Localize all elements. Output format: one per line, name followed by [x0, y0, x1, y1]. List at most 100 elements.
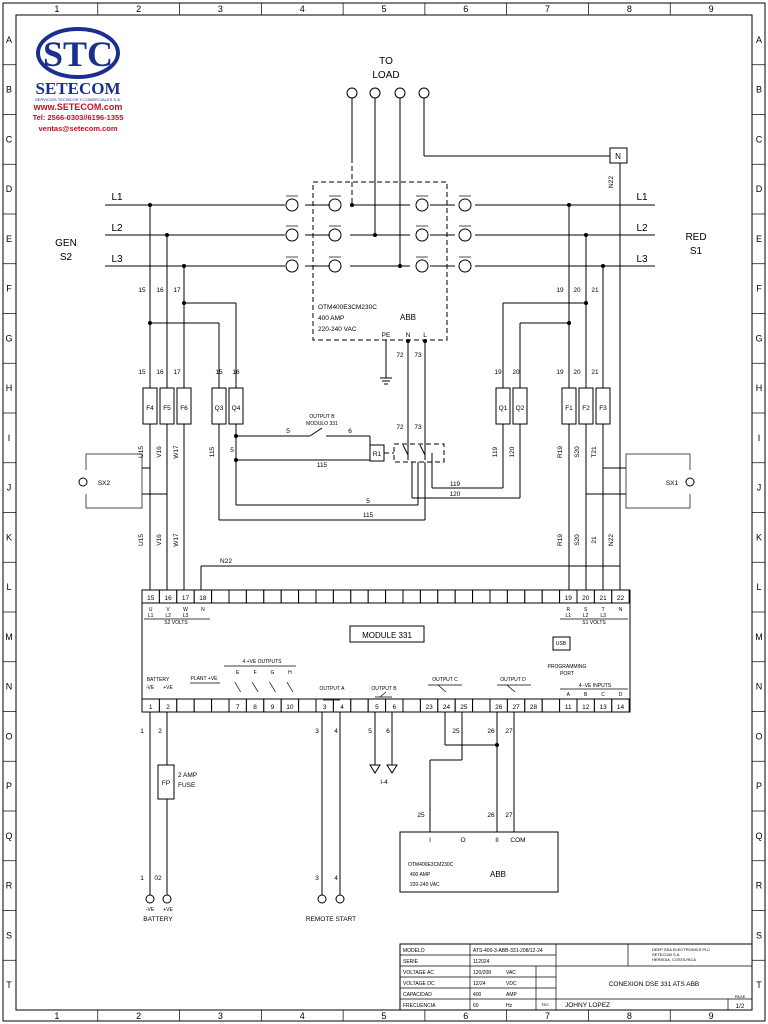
module-terminal-bottom-13: 13 [599, 704, 607, 711]
grid-row-G: G [5, 333, 12, 343]
logo-web: www.SETECOM.com [33, 102, 123, 112]
grid-row-right-E: E [756, 234, 762, 244]
ats-pe: PE [382, 332, 391, 339]
wire-2-top: 2 [158, 728, 162, 735]
tb-row-key-2: VOLTAGE AC [403, 970, 434, 976]
module-terminal-bottom-8: 8 [253, 704, 257, 711]
grid-row-right-P: P [756, 781, 762, 791]
red-wire-s20b: S20 [574, 534, 581, 546]
tb-row-value-4: 400 [473, 992, 482, 998]
ats-n: N [406, 332, 411, 339]
gen-wire-u15: U15 [138, 446, 145, 458]
battery-group-label: BATTERY [147, 677, 170, 683]
output-switch [269, 681, 276, 693]
fuse-fp: FP [162, 780, 170, 787]
grid-row-right-I: I [758, 433, 761, 443]
gen-wire-v16b: V16 [156, 534, 163, 546]
fuse-f3: F3 [599, 405, 607, 412]
sensor-sx1-label: SX1 [666, 480, 679, 487]
grid-row-R: R [6, 881, 13, 891]
grid-row-right-F: F [756, 284, 762, 294]
tb-row-value-3: 12/24 [473, 981, 486, 987]
sensor-sx2-label: SX2 [98, 480, 111, 487]
gen-wire-17b: 17 [173, 369, 181, 376]
tb-tec: JOHNY LOPEZ [565, 1002, 610, 1009]
fuse-row: F4 F5 F6 Q3 Q4 Q1 Q2 F1 F2 F3 [142, 387, 611, 425]
red-label-1: RED [685, 232, 706, 243]
wire-119-v: 119 [492, 446, 499, 457]
grid-row-P: P [6, 781, 12, 791]
grid-col-7: 7 [545, 4, 550, 14]
ats2-o: O [460, 837, 465, 844]
grid-row-H: H [6, 383, 13, 393]
red-wire-20b: 20 [512, 369, 520, 376]
ats-contact [458, 198, 472, 212]
wire-120-h: 120 [450, 491, 461, 498]
tb-row-unit-4: AMP [506, 992, 518, 998]
red-wire-r19b: R19 [557, 534, 564, 546]
relay-title-2: MODULO 331 [306, 421, 338, 427]
wire-4-top: 4 [334, 728, 338, 735]
wire-26-top: 26 [487, 728, 495, 735]
remote-start-label: REMOTE START [306, 916, 356, 923]
phase-buses [105, 204, 655, 267]
ats-contact [415, 228, 429, 242]
tb-tec-label: TEC [541, 1002, 549, 1007]
output-g-label: G [271, 670, 275, 676]
module-terminal-bottom-7: 7 [236, 704, 240, 711]
logo-email: ventas@setecom.com [38, 124, 117, 133]
fuse-q3: Q3 [215, 405, 224, 412]
tb-row-key-1: SERIE [403, 959, 419, 965]
plant-label: PLANT +VE [190, 676, 218, 682]
output-a-label: OUTPUT A [320, 686, 346, 692]
gen-wire-15c: 15 [215, 369, 223, 376]
grid-row-F: F [6, 284, 12, 294]
ats-contact [458, 228, 472, 242]
tb-page: 1/2 [735, 1003, 744, 1010]
tb-row-unit-5: Hz [506, 1003, 513, 1009]
wire-73-relay: 73 [414, 424, 422, 431]
red-wire-n22b: N22 [608, 534, 615, 546]
fuse-label: FUSE [178, 782, 196, 789]
ats-amp: 400 AMP [318, 315, 344, 322]
grid-col-6: 6 [463, 4, 468, 14]
gen-wire-v16: V16 [156, 446, 163, 458]
module-terminal-bottom-12: 12 [582, 704, 590, 711]
module-terminal-top-20: 20 [582, 595, 590, 602]
ats-volt: 220-240 VAC [318, 326, 357, 333]
module-s1-sub-1: S [584, 607, 588, 613]
wire-5-bottom: 5 [366, 498, 370, 505]
output-h-label: H [288, 670, 292, 676]
grid-col-bottom-2: 2 [136, 1011, 141, 1021]
tb-row-value-1: 112024 [473, 959, 490, 965]
fuse-f5: F5 [163, 405, 171, 412]
tb-company-3: HEREDIA, COSTA RICA [652, 957, 696, 962]
wire-1-top: 1 [140, 728, 144, 735]
wire-4-bottom: 4 [334, 875, 338, 882]
module-s1-sub2-0: L1 [566, 613, 572, 619]
relay-r1: R1 [373, 451, 382, 458]
grid-row-right-G: G [755, 333, 762, 343]
ats2-com: COM [510, 837, 525, 844]
gen-wire-17: 17 [173, 287, 181, 294]
grid-row-right-L: L [756, 582, 761, 592]
module-terminal-bottom-3: 3 [323, 704, 327, 711]
module-terminal-bottom-2: 2 [166, 704, 170, 711]
grid-col-5: 5 [381, 4, 386, 14]
module-s2-sub2-2: L3 [183, 613, 189, 619]
module-terminal-bottom-6: 6 [392, 704, 396, 711]
gen-label-2: S2 [60, 252, 73, 263]
module-s1-label: S1 VOLTS [582, 620, 606, 626]
wire-115-bottom: 115 [363, 512, 374, 519]
neutral-wire-label: N22 [608, 176, 615, 188]
module-terminal-bottom-10: 10 [286, 704, 294, 711]
ats2-amp: 400 AMP [410, 872, 431, 878]
fuse-f4: F4 [146, 405, 154, 412]
tb-row-value-2: 120/208 [473, 970, 491, 976]
grid-col-9: 9 [709, 4, 714, 14]
wire-3-bottom: 3 [315, 875, 319, 882]
gen-source: GEN S2 L1 L2 L3 [55, 192, 123, 265]
wire-5-relay: 5 [286, 428, 290, 435]
module-terminal-top-18: 18 [199, 595, 207, 602]
